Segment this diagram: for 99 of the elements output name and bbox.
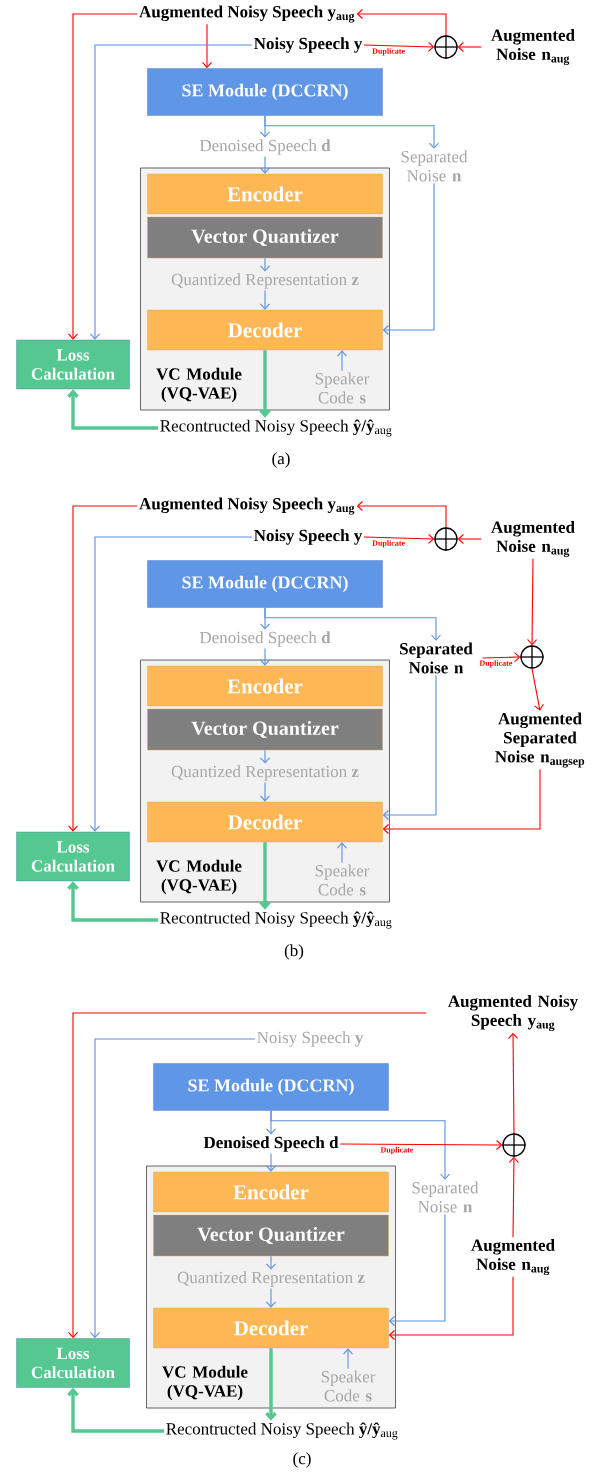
arrow — [356, 8, 447, 36]
arrow — [259, 781, 271, 802]
signal-label: Noisy Speech y — [254, 37, 363, 53]
arrow — [457, 41, 482, 53]
arrow — [89, 1038, 256, 1339]
arrow — [382, 674, 437, 821]
signal-label: Noisy Speech y — [257, 1031, 364, 1047]
arrow — [89, 44, 253, 340]
signal-label: Augmented Noise n$_{aug}$ — [491, 29, 575, 65]
signal-label: Augmented Noisy Speech y$_{aug}$ — [139, 5, 355, 23]
arrow — [67, 1387, 165, 1433]
edge-label: Duplicate — [379, 1146, 415, 1155]
arrow — [67, 389, 159, 430]
process-box: Vector Quantizer — [147, 216, 383, 259]
process-box: Decoder — [153, 1307, 389, 1349]
signal-label: Quantized Representation z — [171, 765, 359, 781]
sum-symbol — [433, 526, 459, 552]
process-box: Loss Calculation — [16, 1338, 130, 1388]
arrow — [382, 182, 435, 336]
signal-label: Speaker Code s — [315, 372, 370, 404]
signal-label: Quantized Representation z — [171, 273, 359, 289]
arrow — [531, 668, 544, 711]
arrow — [482, 652, 521, 663]
arrow — [363, 41, 435, 52]
module-label: VC Module (VQ-VAE) — [156, 859, 242, 895]
signal-label: Augmented Separated Noise n$_{augsep}$ — [495, 712, 585, 768]
arrow — [259, 842, 271, 910]
signal-label: Recontructed Noisy Speech ŷ/ŷ$_{aug}$ — [160, 419, 392, 437]
signal-label: Noisy Speech y — [254, 529, 363, 545]
arrow — [265, 1255, 277, 1270]
signal-label: Separated Noise n — [400, 642, 473, 674]
signal-label: Separated Noise n — [401, 150, 468, 182]
arrow — [67, 1012, 427, 1339]
edge-label: Duplicate — [371, 47, 406, 57]
module-label: VC Module (VQ-VAE) — [156, 367, 242, 403]
arrow — [259, 350, 271, 418]
signal-label: Recontructed Noisy Speech ŷ/ŷ$_{aug}$ — [166, 1422, 398, 1440]
arrow — [336, 350, 348, 372]
arrow — [382, 768, 541, 835]
process-box: Encoder — [147, 173, 383, 215]
process-box: Encoder — [153, 1171, 389, 1213]
arrow — [265, 1348, 277, 1421]
edge-label: Duplicate — [478, 659, 514, 669]
arrow — [527, 558, 538, 646]
signal-label: Denoised Speech d — [203, 1136, 339, 1152]
arrow — [259, 647, 271, 666]
arrow — [89, 536, 253, 832]
signal-label: Denoised Speech d — [199, 631, 331, 647]
arrow — [264, 607, 442, 641]
arrow — [67, 505, 138, 832]
signal-label: Separated Noise n — [412, 1181, 479, 1213]
sum-symbol — [433, 34, 459, 60]
arrow — [259, 749, 271, 764]
process-box: SE Module (DCCRN) — [147, 560, 383, 608]
signal-label: Denoised Speech d — [199, 139, 331, 155]
arrow — [336, 842, 348, 864]
arrow — [339, 1139, 503, 1150]
process-box: Decoder — [147, 309, 383, 351]
process-box: Vector Quantizer — [153, 1214, 389, 1257]
signal-label: Speaker Code s — [315, 864, 370, 896]
process-box: Loss Calculation — [16, 339, 130, 390]
signal-label: Recontructed Noisy Speech ŷ/ŷ$_{aug}$ — [160, 911, 392, 929]
process-box: Decoder — [147, 801, 383, 843]
arrow — [363, 533, 435, 544]
arrow — [259, 289, 271, 310]
process-box: SE Module (DCCRN) — [153, 1063, 389, 1111]
arrow — [508, 1156, 519, 1238]
panel-caption: (c) — [293, 1452, 311, 1468]
process-box: Loss Calculation — [16, 831, 130, 882]
arrow — [508, 1032, 519, 1134]
arrow — [388, 1213, 446, 1327]
arrow — [67, 13, 138, 340]
arrow — [356, 500, 447, 528]
signal-label: Quantized Representation z — [177, 1271, 365, 1287]
signal-label: Augmented Noise n$_{aug}$ — [471, 1239, 555, 1275]
panel-caption: (b) — [284, 944, 304, 960]
arrow — [201, 23, 213, 69]
process-box: SE Module (DCCRN) — [147, 68, 383, 116]
arrow — [259, 155, 271, 174]
signal-label: Augmented Noisy Speech y$_{aug}$ — [448, 995, 578, 1031]
sum-symbol — [501, 1132, 527, 1158]
sum-symbol — [519, 644, 545, 670]
arrow — [388, 1276, 514, 1341]
panel-caption: (a) — [272, 452, 290, 468]
arrow — [259, 257, 271, 272]
module-label: VC Module (VQ-VAE) — [162, 1365, 248, 1401]
arrow — [457, 533, 482, 545]
arrow — [67, 881, 159, 922]
process-box: Vector Quantizer — [147, 708, 383, 751]
arrow — [342, 1348, 354, 1370]
arrow — [264, 115, 440, 149]
process-box: Encoder — [147, 665, 383, 707]
edge-label: Duplicate — [371, 539, 406, 549]
arrow — [265, 1152, 277, 1172]
arrow — [265, 1287, 277, 1308]
signal-label: Augmented Noise n$_{aug}$ — [491, 521, 575, 557]
signal-label: Augmented Noisy Speech y$_{aug}$ — [139, 497, 355, 515]
signal-label: Speaker Code s — [321, 1370, 376, 1402]
arrow — [270, 1110, 451, 1180]
